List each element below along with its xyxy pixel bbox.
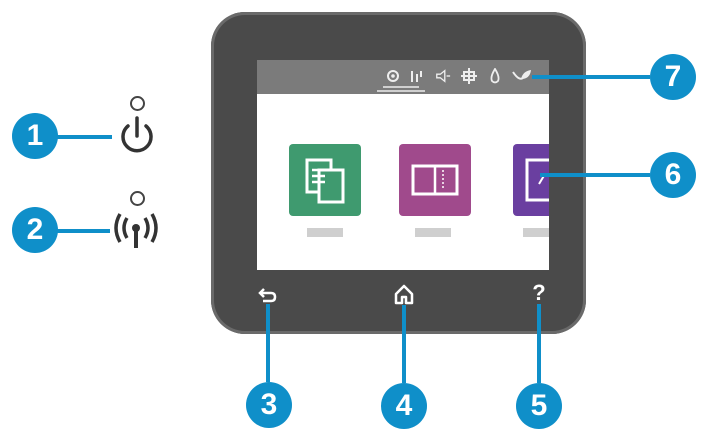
wireless-icon[interactable] xyxy=(108,210,164,254)
back-icon[interactable] xyxy=(258,286,278,304)
help-icon[interactable]: ? xyxy=(532,280,546,305)
signal-icon[interactable] xyxy=(409,66,425,86)
shortcuts-app-tile[interactable] xyxy=(513,144,549,216)
tab-handle[interactable] xyxy=(383,86,419,88)
ink-drop-icon[interactable] xyxy=(487,66,503,86)
callout-2: 2 xyxy=(12,207,58,253)
wireless-light xyxy=(130,191,145,206)
power-icon[interactable] xyxy=(116,114,158,156)
callout-2-line xyxy=(56,229,110,233)
dashboard-bar[interactable] xyxy=(257,60,549,94)
tab-handle-line xyxy=(377,90,425,92)
callout-3: 3 xyxy=(246,382,292,428)
callout-5-line xyxy=(537,304,541,383)
copy-app-tile[interactable] xyxy=(289,144,361,216)
power-light xyxy=(130,96,145,111)
gear-icon[interactable] xyxy=(385,66,401,86)
callout-4: 4 xyxy=(381,383,427,429)
touchscreen-display[interactable] xyxy=(257,60,549,270)
callout-1: 1 xyxy=(12,113,58,159)
callout-7: 7 xyxy=(650,54,696,100)
copy-app-label xyxy=(307,228,343,237)
callout-6: 6 xyxy=(650,152,696,198)
callout-5: 5 xyxy=(516,383,562,429)
scan-app-label xyxy=(415,228,451,237)
network-icon[interactable] xyxy=(461,66,477,86)
shortcuts-app-label xyxy=(523,228,549,237)
callout-7-line xyxy=(532,75,650,79)
scan-app-tile[interactable] xyxy=(399,144,471,216)
speaker-icon[interactable] xyxy=(435,66,451,86)
callout-6-line xyxy=(540,173,650,177)
callout-4-line xyxy=(402,305,406,383)
callout-3-line xyxy=(266,304,270,382)
callout-1-line xyxy=(56,135,112,139)
home-icon[interactable] xyxy=(393,283,415,305)
leaf-icon[interactable] xyxy=(511,66,533,86)
